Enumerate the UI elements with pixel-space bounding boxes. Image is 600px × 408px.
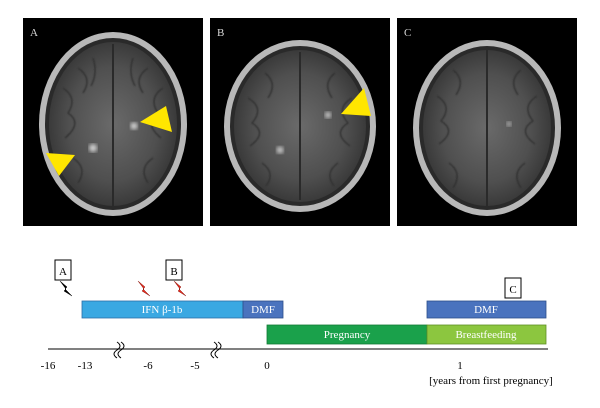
mri-marker-label: A bbox=[59, 266, 67, 278]
mri-scan-c bbox=[413, 40, 561, 216]
lesion bbox=[276, 146, 284, 154]
tick-label: -16 bbox=[41, 360, 56, 372]
tick-label: -6 bbox=[143, 360, 153, 372]
tick-label: 0 bbox=[264, 360, 270, 372]
mri-panel-a: A bbox=[23, 18, 203, 226]
relapse-lightning-icon bbox=[59, 280, 73, 297]
axis-break bbox=[113, 341, 125, 359]
panel-label: B bbox=[217, 27, 225, 39]
bar-dmf-2: DMF bbox=[426, 300, 547, 319]
relapse-lightning-icon bbox=[173, 280, 187, 297]
bar-label: DMF bbox=[251, 304, 275, 316]
lesion bbox=[130, 122, 138, 130]
lesion bbox=[89, 144, 97, 152]
mri-scan-b bbox=[224, 40, 376, 212]
arrowhead-marker bbox=[140, 106, 172, 132]
bar-ifn: IFN β-1b bbox=[81, 300, 244, 319]
relapse-lightning-icon bbox=[137, 280, 151, 297]
mri-panel-c: C bbox=[397, 18, 577, 226]
bar-label: Breastfeeding bbox=[455, 329, 517, 341]
arrowhead-marker bbox=[341, 88, 371, 116]
panel-label: A bbox=[30, 27, 38, 39]
tick-label: 1 bbox=[457, 360, 463, 372]
bar-label: Pregnancy bbox=[324, 329, 371, 341]
axis-break bbox=[210, 341, 222, 359]
mri-marker-label: C bbox=[509, 284, 516, 296]
axis-note: [years from first pregnancy] bbox=[429, 375, 553, 387]
mri-scan-a bbox=[39, 32, 187, 216]
arrowhead-marker bbox=[46, 153, 75, 176]
mri-marker-label: B bbox=[170, 266, 177, 278]
bar-breastfeeding: Breastfeeding bbox=[426, 324, 547, 345]
mri-panel-b: B bbox=[210, 18, 390, 226]
tick-label: -13 bbox=[78, 360, 93, 372]
bar-label: DMF bbox=[474, 304, 498, 316]
mri-marker-b: B bbox=[165, 259, 183, 281]
bar-label: IFN β-1b bbox=[142, 304, 183, 316]
tick-label: -5 bbox=[190, 360, 200, 372]
treatment-timeline: A B C IFN β-1b DMF Pregnancy DMF Breastf… bbox=[41, 259, 553, 387]
panel-label: C bbox=[404, 27, 412, 39]
lesion bbox=[506, 121, 512, 127]
bar-dmf-1: DMF bbox=[242, 300, 284, 319]
mri-marker-a: A bbox=[54, 259, 72, 281]
mri-marker-c: C bbox=[504, 277, 522, 299]
bar-pregnancy: Pregnancy bbox=[266, 324, 428, 345]
lesion bbox=[325, 112, 331, 118]
